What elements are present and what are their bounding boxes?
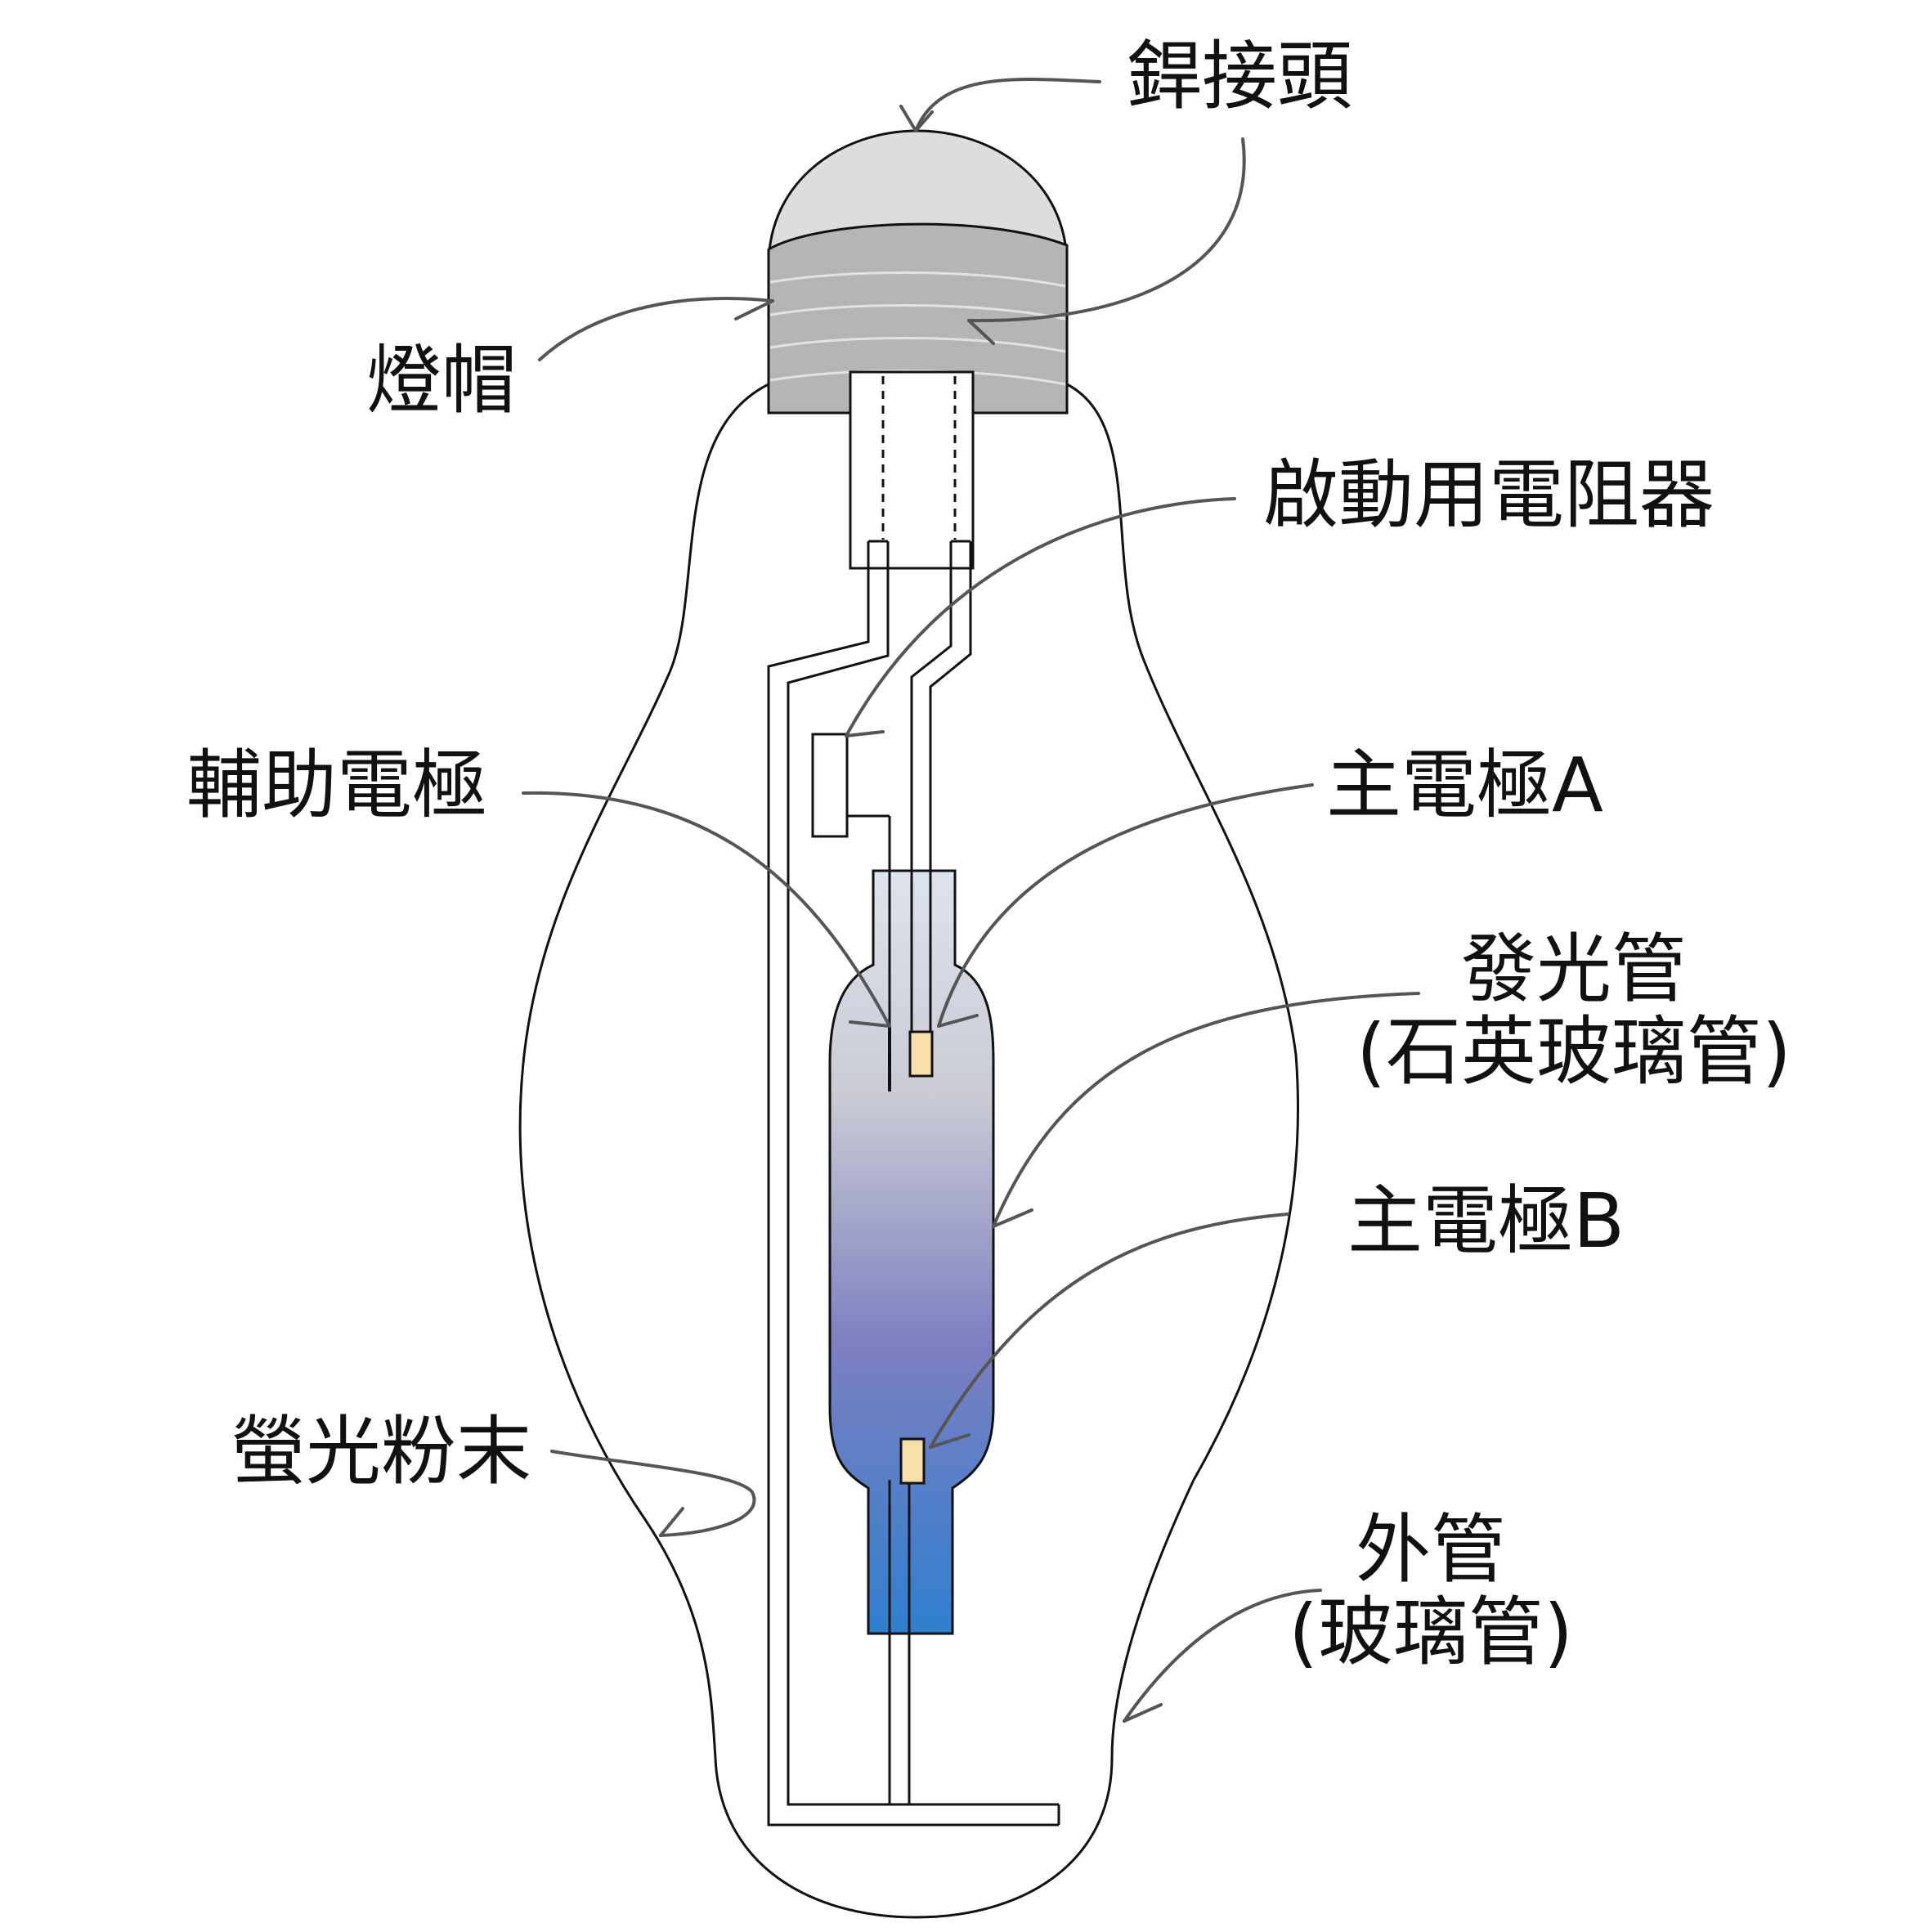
- main-electrode-a: [908, 1030, 934, 1078]
- label-arc-tube-line1: 發光管: [1460, 926, 1687, 1013]
- label-lamp-cap: 燈帽: [366, 337, 518, 424]
- label-main-electrode-a: 主電極A: [1326, 742, 1603, 829]
- label-outer-bulb: 外管 (玻璃管): [1259, 1508, 1603, 1674]
- label-auxiliary-electrode: 輔助電極: [186, 742, 488, 829]
- arc-tube: [828, 869, 995, 1635]
- main-electrode-b: [899, 1437, 926, 1485]
- label-main-electrode-b: 主電極B: [1347, 1177, 1625, 1265]
- label-phosphor: 螢光粉末: [231, 1408, 532, 1495]
- starting-resistor: [811, 733, 849, 838]
- label-starting-resistor: 啟動用電阻器: [1263, 451, 1715, 539]
- lead-wire-a: [868, 540, 972, 883]
- support-frame: [767, 541, 1060, 1827]
- label-arc-tube: 發光管 (石英玻璃管): [1345, 926, 1803, 1096]
- label-outer-bulb-line2: (玻璃管): [1289, 1589, 1573, 1677]
- label-solder-joint: 銲接頭: [1127, 33, 1353, 120]
- outer-bulb: [518, 383, 1300, 1919]
- lamp-cap: [767, 222, 1069, 415]
- auxiliary-electrode: [888, 1026, 891, 1092]
- label-arc-tube-line2: (石英玻璃管): [1356, 1008, 1791, 1096]
- leader-lines: [522, 78, 1420, 1723]
- stem: [849, 370, 975, 570]
- label-outer-bulb-line1: 外管: [1355, 1506, 1506, 1594]
